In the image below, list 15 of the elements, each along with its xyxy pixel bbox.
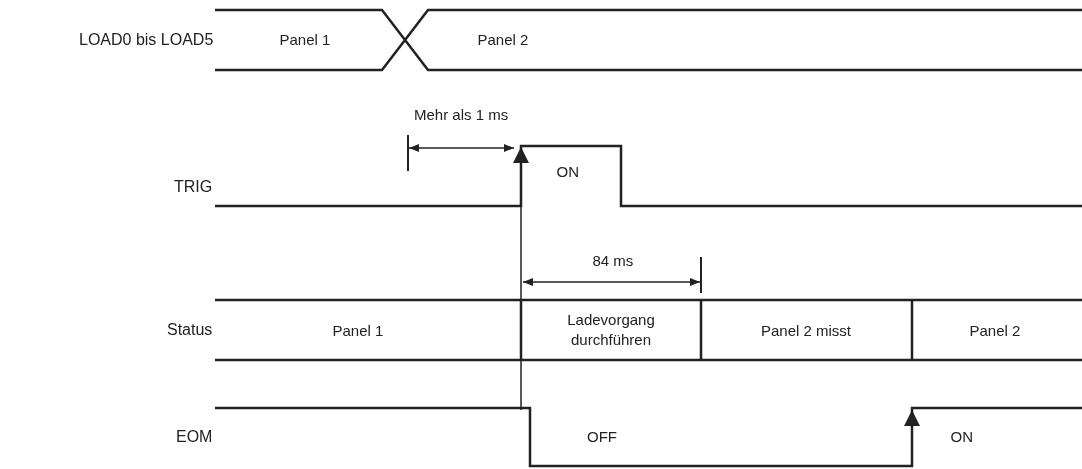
signal-name: LOAD0 bis LOAD5 xyxy=(79,30,214,50)
state-label: Panel 1 xyxy=(279,30,331,50)
dimension-label: Mehr als 1 ms xyxy=(414,105,509,125)
signal-name: Status xyxy=(167,320,213,340)
state-label: ON xyxy=(556,162,579,182)
state-label: Ladevorgang durchführen xyxy=(566,310,656,350)
state-label: Panel 2 misst xyxy=(761,321,852,341)
state-label: ON xyxy=(950,427,973,447)
signal-name: EOM xyxy=(176,427,213,447)
state-label: Panel 1 xyxy=(332,321,384,341)
state-label: Panel 2 xyxy=(969,321,1021,341)
signal-name: TRIG xyxy=(174,177,213,197)
state-label: OFF xyxy=(587,427,617,447)
state-label: Panel 2 xyxy=(477,30,529,50)
dimension-label: 84 ms xyxy=(592,251,634,271)
